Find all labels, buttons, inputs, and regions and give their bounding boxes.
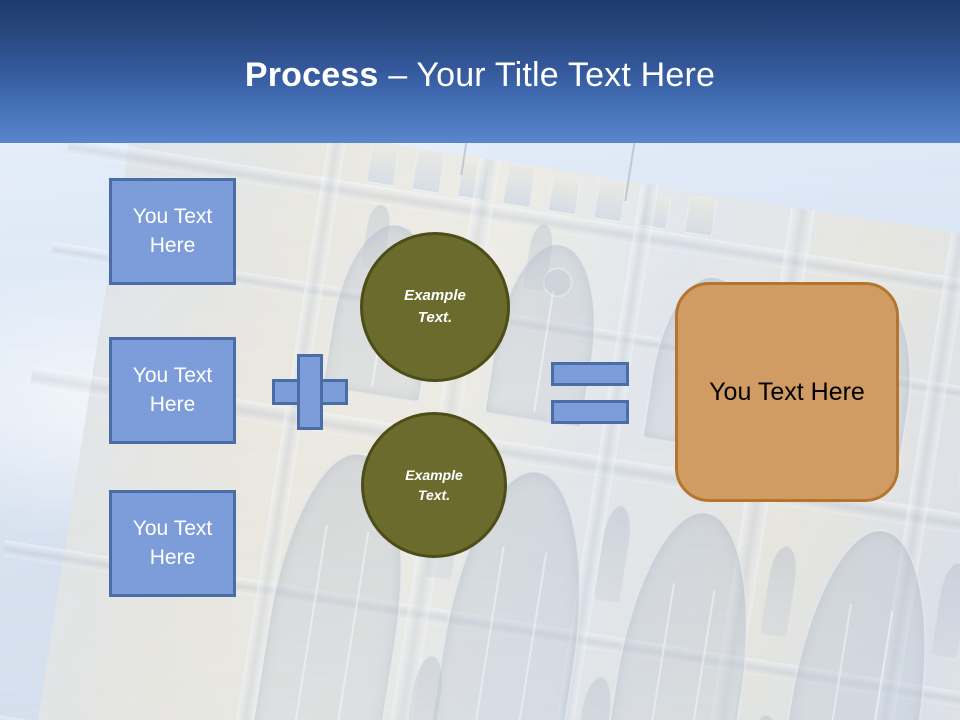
input-box-1-label: You Text Here xyxy=(132,205,213,257)
page-title: Process – Your Title Text Here xyxy=(245,56,715,95)
result-box[interactable]: You Text Here xyxy=(675,282,899,502)
input-box-3-label: You Text Here xyxy=(132,517,213,569)
example-circle-2[interactable]: Example Text. xyxy=(361,412,507,558)
input-box-3[interactable]: You Text Here xyxy=(109,490,236,597)
input-box-1[interactable]: You Text Here xyxy=(109,178,236,285)
page-title-strong: Process xyxy=(244,56,379,94)
plus-sign-icon xyxy=(272,354,348,430)
input-box-2[interactable]: You Text Here xyxy=(109,337,236,444)
example-circle-1[interactable]: Example Text. xyxy=(360,232,510,382)
example-circle-1-label: Example Text. xyxy=(404,287,466,326)
example-circle-2-label: Example Text. xyxy=(405,466,463,503)
equals-top-bar xyxy=(551,362,629,386)
plus-center-fill xyxy=(300,382,320,402)
slide-header: Process – Your Title Text Here xyxy=(0,0,960,143)
result-box-label: You Text Here xyxy=(709,377,865,406)
page-title-rest: – Your Title Text Here xyxy=(378,56,716,94)
input-box-2-label: You Text Here xyxy=(132,364,213,416)
equals-sign-icon xyxy=(551,362,629,424)
equals-bottom-bar xyxy=(551,400,629,424)
